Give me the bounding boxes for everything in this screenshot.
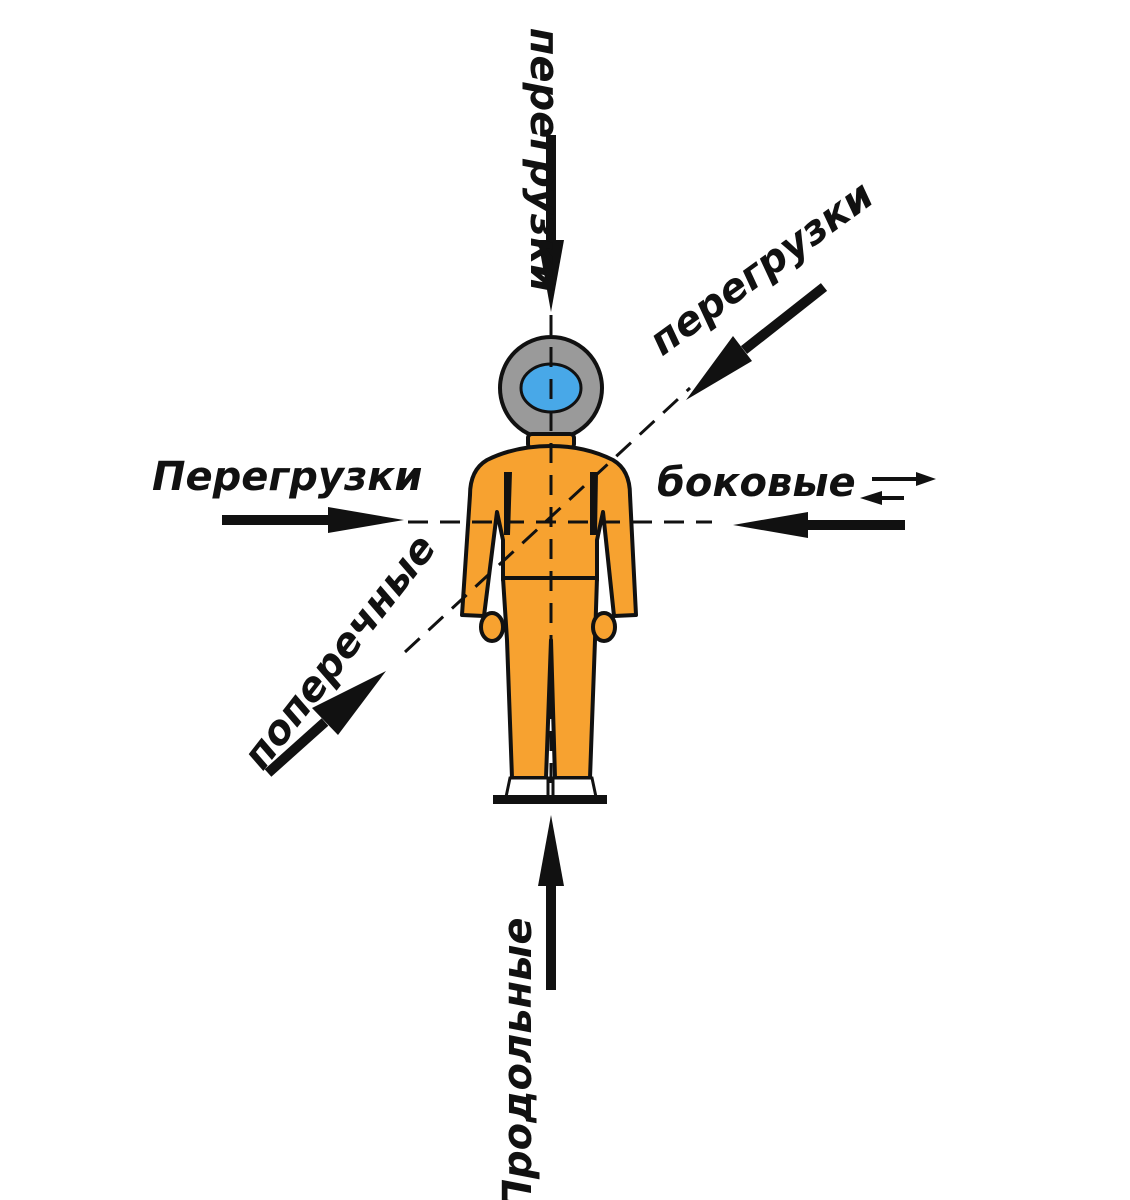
arrow-right-icon (222, 507, 404, 533)
suit-pocket-left (504, 472, 512, 535)
left-hand (479, 611, 505, 643)
right-boot (551, 776, 598, 799)
double-arrow-icon (860, 472, 936, 505)
diagonal-axis (403, 386, 692, 654)
label-bottom: Продольные (495, 918, 541, 1200)
suit-legs (501, 576, 599, 780)
arrow-up-right-icon (264, 671, 386, 777)
right-hand (591, 611, 617, 643)
label-lower-left: поперечные (234, 526, 445, 778)
arrow-left-icon (733, 512, 905, 538)
suit-pocket-right (590, 472, 598, 535)
floor-line (493, 795, 607, 804)
cosmonaut-icon (460, 335, 638, 804)
arrow-up-icon (538, 815, 564, 990)
left-boot (504, 776, 550, 799)
arrow-down-left-icon (686, 283, 828, 400)
label-left: Перегрузки (152, 454, 422, 500)
label-top: перегрузки (521, 28, 567, 293)
label-right: боковые (657, 460, 856, 506)
arrow-down-icon (538, 135, 564, 312)
